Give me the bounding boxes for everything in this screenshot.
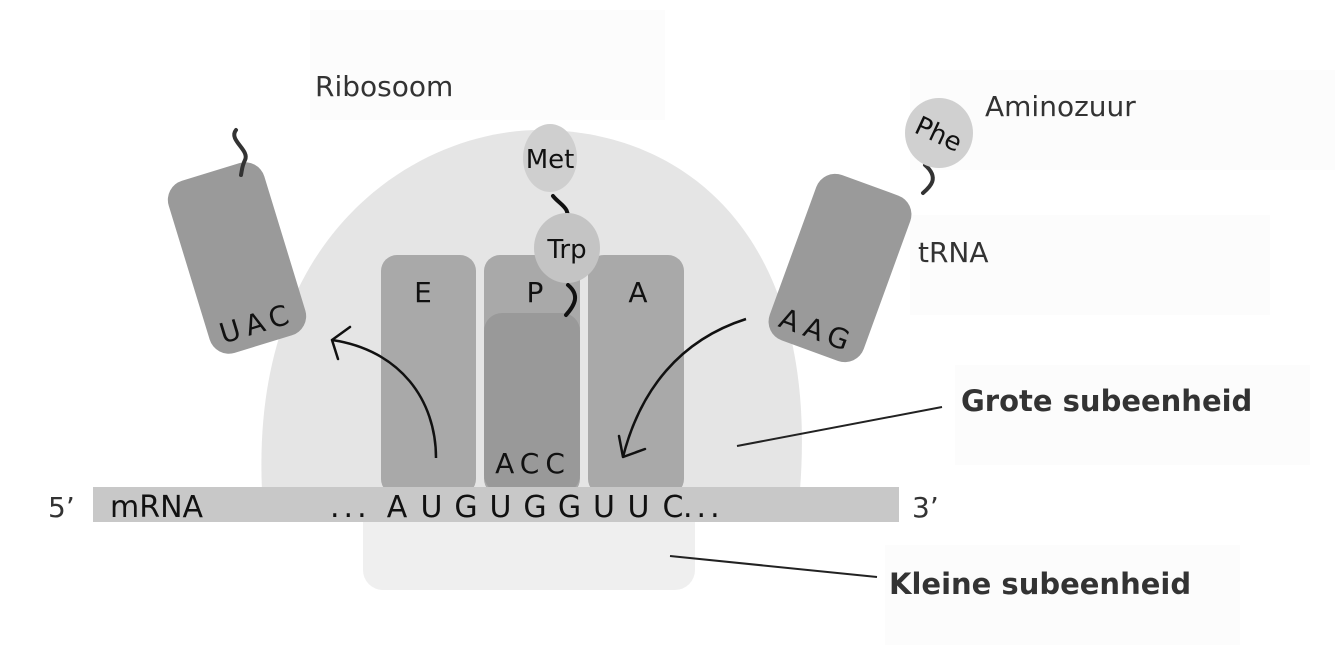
a-site xyxy=(588,255,684,495)
entry-arrowhead-icon xyxy=(617,434,647,459)
mrna-nucleotide: A xyxy=(387,490,408,525)
mrna-nucleotide: U xyxy=(490,490,512,525)
trp-amino-acid xyxy=(534,213,600,283)
trna-label: tRNA xyxy=(918,236,989,269)
entry-arrow xyxy=(621,317,747,458)
incoming-trna-tail xyxy=(921,163,935,195)
trp-label: Trp xyxy=(546,235,586,265)
p-site-label: P xyxy=(527,276,544,309)
exiting-trna-tail xyxy=(232,128,248,177)
mrna-nucleotide: C xyxy=(663,490,684,525)
exiting-trna: UAC xyxy=(167,162,307,354)
mrna-nucleotide: U xyxy=(593,490,615,525)
mrna-suffix: ... xyxy=(683,490,724,525)
large-subunit-label: Grote subeenheid xyxy=(961,384,1252,418)
met-label: Met xyxy=(526,145,575,175)
mrna-nucleotide: G xyxy=(558,490,581,525)
exit-arrow xyxy=(331,338,438,459)
exit-arrowhead-icon xyxy=(330,325,352,361)
trp-trna-link xyxy=(564,283,578,317)
amino-acid-label: Aminozuur xyxy=(985,90,1136,123)
mrna-label: mRNA xyxy=(110,490,204,525)
three-prime-label: 3’ xyxy=(912,491,939,524)
mrna-strand xyxy=(93,487,899,522)
e-site-label: E xyxy=(414,276,432,309)
phe-amino-acid xyxy=(905,98,973,168)
small-subunit-label: Kleine subeenheid xyxy=(889,567,1191,601)
large-subunit-leader-line xyxy=(736,406,943,447)
small-subunit-label-panel xyxy=(885,545,1240,645)
p-site-trna xyxy=(484,313,580,493)
mrna-nucleotide: G xyxy=(454,490,477,525)
a-site-label: A xyxy=(628,276,647,309)
large-subunit-label-panel xyxy=(955,365,1310,465)
ribosome-label: Ribosoom xyxy=(315,70,453,103)
trna-label-panel xyxy=(910,215,1270,315)
met-amino-acid xyxy=(523,124,577,192)
small-subunit-leader-line xyxy=(669,555,878,578)
five-prime-label: 5’ xyxy=(48,491,75,524)
mrna-prefix: ... xyxy=(330,490,371,525)
e-site xyxy=(381,255,476,495)
ribosome-label-panel xyxy=(310,10,665,120)
incoming-trna: AAG xyxy=(768,173,912,363)
amino-acid-label-panel xyxy=(910,70,1335,170)
mrna-nucleotide: U xyxy=(421,490,443,525)
mrna-nucleotide: U xyxy=(628,490,650,525)
mrna-nucleotide: G xyxy=(523,490,546,525)
small-subunit xyxy=(363,500,695,590)
p-site-anticodon: ACC xyxy=(495,447,571,480)
